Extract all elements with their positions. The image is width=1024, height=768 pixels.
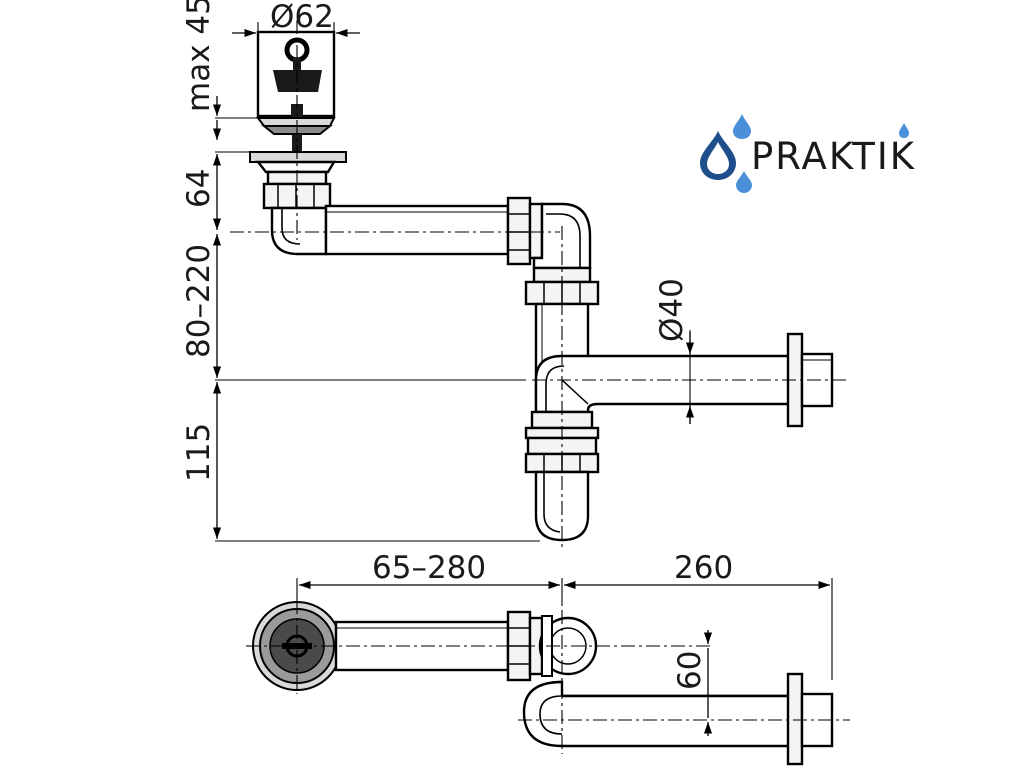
wall-flange-top [786, 672, 834, 766]
top-view: 65–280 260 [246, 550, 850, 766]
inlet-elbow [270, 206, 328, 256]
water-drop-small-icon [733, 114, 751, 139]
dim-height-range: 80–220 [181, 244, 217, 358]
dim-arm-length: 65–280 [372, 550, 486, 586]
dim-outlet-length: 260 [674, 550, 733, 586]
dim-offset: 60 [672, 651, 708, 690]
horizontal-arm [324, 204, 510, 256]
brand-name: PRAKTIK [751, 135, 916, 178]
water-drop-bottom-icon [736, 171, 752, 193]
dim-strainer-diameter: Ø62 [270, 0, 334, 35]
praktik-logo: PRAKTIK [700, 114, 916, 193]
dim-strainer-height: max 45 [181, 0, 217, 112]
side-view: Ø62 max 45 64 80–220 115 Ø40 [181, 0, 850, 548]
dim-trap-depth: 115 [181, 423, 217, 482]
sink-flange [249, 151, 347, 210]
water-drop-accent-icon [899, 123, 909, 138]
dim-inlet-height: 64 [181, 169, 217, 208]
outlet-branch [534, 354, 792, 414]
strainer-plug [256, 30, 336, 152]
arm-nut [506, 196, 544, 266]
upper-connector [524, 266, 600, 306]
dim-outlet-diameter: Ø40 [654, 278, 690, 342]
